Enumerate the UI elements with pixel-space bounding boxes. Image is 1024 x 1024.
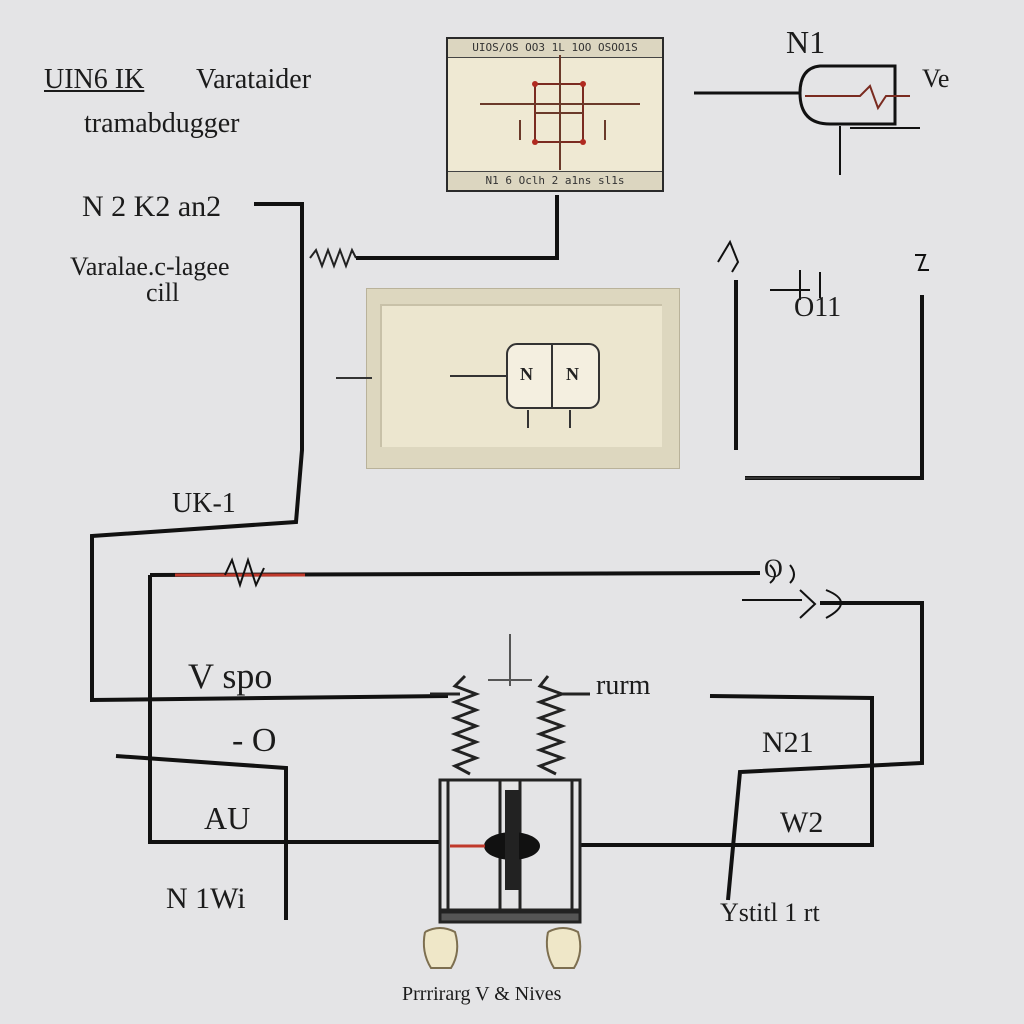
label-vspo: V spo: [188, 656, 273, 696]
coil-drawing: [336, 343, 600, 428]
label-n1wi: N 1Wi: [166, 882, 246, 915]
label-au: AU: [204, 800, 251, 836]
label-primary: Prrrirarg V & Nives: [402, 983, 562, 1005]
transformer-secondary-coil: [535, 675, 590, 776]
right-wire-network: [580, 564, 924, 901]
top-panel-footer: N1 6 Oclh 2 a1ns sl1s: [448, 171, 662, 190]
label-o11: O11: [794, 292, 842, 323]
label-o-right: O: [764, 554, 783, 583]
transformer-core-disk: [450, 790, 540, 890]
label-variable-voltage: Varalae.c-lagee: [70, 252, 230, 281]
wire-top-panel-feed: [356, 195, 559, 260]
top-panel-header: UIOS/OS OO3 1L 1OO OSOO1S: [448, 39, 662, 58]
label-stitl: Ystitl 1 rt: [720, 898, 820, 927]
title-line2: tramabdugger: [84, 108, 240, 139]
upper-horizontal-wire: [149, 556, 761, 589]
label-rurm: rurm: [596, 670, 651, 701]
main-left-wire: [90, 202, 449, 920]
label-n2-k2: N 2 K2 an2: [82, 190, 222, 223]
coil-left-letter: N: [520, 364, 533, 384]
label-n21: N21: [762, 726, 814, 759]
label-n1-top: N1: [786, 24, 826, 60]
label-ve: Ve: [922, 64, 950, 93]
top-panel-schematic: [480, 55, 640, 170]
label-minus-o: - O: [232, 722, 277, 759]
label-uk1: UK-1: [172, 488, 236, 519]
coil-right-letter: N: [566, 364, 579, 384]
title-line1-right: Varataider: [196, 64, 312, 95]
transformer-top-tick: [488, 634, 532, 686]
resistor-left: [309, 247, 357, 269]
bottom-coil-sketches: [422, 927, 582, 969]
title-line1-left: UIN6 IK: [44, 64, 145, 95]
right-loop-wire: [717, 239, 929, 480]
top-instrument-panel: UIOS/OS OO3 1L 1OO OSOO1S N1 6 Oclh 2 a1…: [446, 37, 664, 192]
transformer-primary-coil: [430, 674, 481, 776]
label-coil: cill: [146, 278, 180, 307]
probe-top-right: [694, 64, 920, 175]
label-w2: W2: [780, 806, 824, 839]
